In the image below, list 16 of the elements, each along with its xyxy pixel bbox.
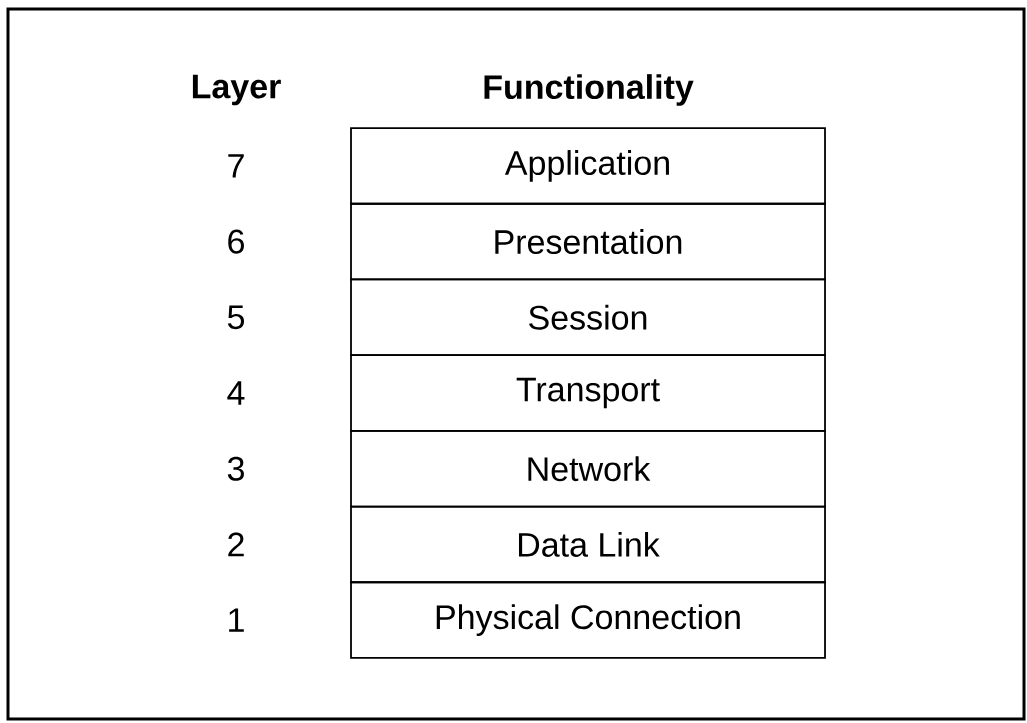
layer-number: 5 [227, 305, 245, 330]
layer-box: Session [350, 278, 826, 357]
layer-box: Physical Connection [350, 581, 826, 659]
column-header: Layer [192, 74, 281, 106]
layer-number: 1 [229, 608, 244, 632]
layer-box: Data Link [350, 505, 826, 584]
layer-number: 4 [227, 381, 245, 405]
layer-box: Transport [350, 354, 826, 432]
layer-box: Application [350, 127, 826, 205]
layer-number: 6 [228, 229, 244, 254]
layer-number: 2 [228, 532, 244, 557]
layer-box: Presentation [350, 202, 826, 281]
layer-box: Network [350, 429, 826, 508]
column-header: Functionality [484, 74, 694, 106]
layer-number: 7 [228, 154, 244, 178]
layer-number: 3 [227, 456, 244, 481]
